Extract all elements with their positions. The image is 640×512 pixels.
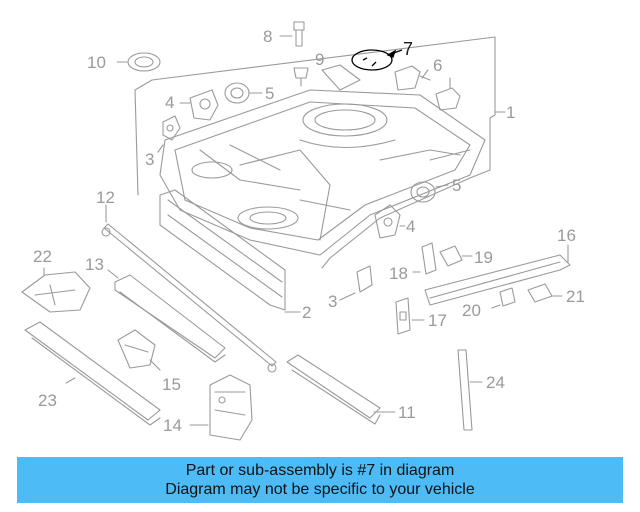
callout-9: 9 [315,50,324,69]
bracket-part-19 [439,245,473,267]
bracket-part-6 [394,65,461,111]
callout-7[interactable]: 7 [403,39,413,59]
callout-22: 22 [33,247,52,266]
assembly-outline-1 [134,36,506,269]
callout-13: 13 [85,255,104,274]
bracket-part-3-lower [339,265,373,301]
parts-diagram: 1 2 3 3 4 4 5 5 6 7 8 9 10 11 12 13 14 1… [21,21,585,441]
banner-line-disclaimer: Diagram may not be specific to your vehi… [165,481,475,498]
crossmember-part-11 [286,354,396,425]
mount-part-4-right [374,204,406,239]
plug-part-5-upper [224,82,263,104]
bracket-part-22 [21,267,91,313]
callout-17: 17 [428,311,447,330]
bracket-part-21 [527,283,563,303]
bracket-part-14 [189,374,253,441]
floor-pan-part-1 [159,64,486,256]
callout-23: 23 [38,391,57,410]
plate-part-17 [395,297,425,335]
callout-5-upper: 5 [265,84,274,103]
bracket-part-20 [491,287,516,309]
callout-12: 12 [96,188,115,207]
plug-part-7-highlighted[interactable] [351,49,403,71]
callout-16: 16 [557,226,576,245]
callout-20: 20 [462,301,481,320]
rail-part-16 [424,244,571,306]
callout-2: 2 [302,303,311,322]
bracket-part-3-left [157,115,181,153]
callout-3-left: 3 [145,150,154,169]
callout-1: 1 [506,103,515,122]
rail-part-23 [24,321,161,426]
bolt-part-8 [279,21,305,47]
callout-5-right: 5 [452,176,461,195]
bracket-part-15 [117,329,161,371]
mount-part-4-upper [179,89,219,121]
callout-11: 11 [398,403,416,422]
callout-21: 21 [566,287,585,306]
rear-sill-part-2 [159,189,301,313]
callout-3-lower: 3 [328,292,337,311]
callout-18: 18 [389,264,408,283]
info-banner: Part or sub-assembly is #7 in diagram Di… [17,457,623,503]
callout-labels: 1 2 3 3 4 4 5 5 6 7 8 9 10 11 12 13 14 1… [33,27,585,435]
callout-4-right: 4 [406,217,415,236]
callout-19: 19 [474,248,493,267]
banner-line-part-number: Part or sub-assembly is #7 in diagram [185,462,455,479]
clip-part-9 [293,67,309,87]
callout-14: 14 [163,416,182,435]
bracket-part-18 [412,242,437,275]
callout-10: 10 [87,53,106,72]
callout-4-upper: 4 [165,93,174,112]
callout-15: 15 [162,375,181,394]
plug-part-5-right [410,181,449,203]
callout-6: 6 [433,56,442,75]
callout-24: 24 [486,373,505,392]
plug-part-10 [116,52,161,72]
bar-part-24 [457,349,483,431]
callout-8: 8 [263,27,272,46]
rod-part-12 [101,204,277,373]
rail-part-13 [107,269,226,363]
